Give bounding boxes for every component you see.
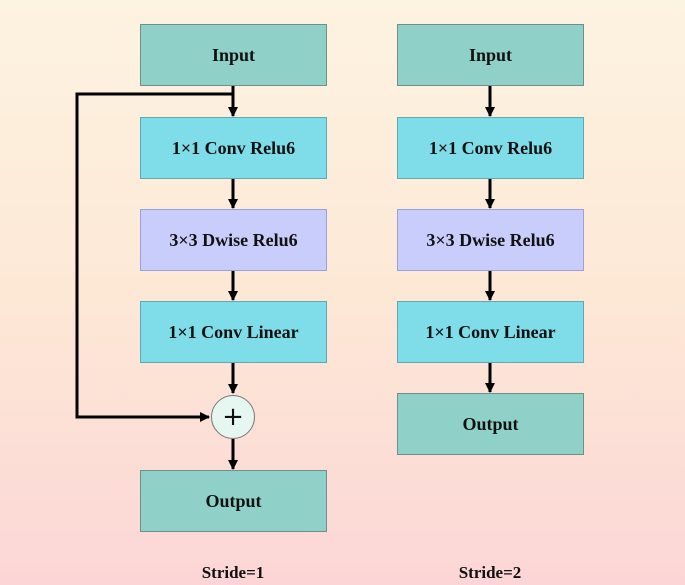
right-dwise-label: 3×3 Dwise Relu6 xyxy=(426,229,555,250)
left-conv1-box: 1×1 Conv Relu6 xyxy=(140,117,327,179)
left-input-label: Input xyxy=(211,44,256,65)
add-node: + xyxy=(211,395,255,439)
right-conv2-box: 1×1 Conv Linear xyxy=(397,301,584,363)
right-output-box: Output xyxy=(397,393,584,455)
right-dwise-box: 3×3 Dwise Relu6 xyxy=(397,209,584,271)
right-conv2-label: 1×1 Conv Linear xyxy=(425,321,556,342)
left-output-box: Output xyxy=(140,470,327,532)
add-symbol: + xyxy=(222,402,244,432)
residual-skip-connection xyxy=(75,92,233,422)
right-output-label: Output xyxy=(462,413,519,434)
left-caption: Stride=1 xyxy=(201,563,265,582)
right-conv1-label: 1×1 Conv Relu6 xyxy=(428,137,553,158)
left-output-label: Output xyxy=(205,490,262,511)
right-input-label: Input xyxy=(468,44,513,65)
right-conv1-box: 1×1 Conv Relu6 xyxy=(397,117,584,179)
right-caption: Stride=2 xyxy=(458,563,522,582)
left-conv2-label: 1×1 Conv Linear xyxy=(168,321,299,342)
right-input-box: Input xyxy=(397,24,584,86)
left-dwise-label: 3×3 Dwise Relu6 xyxy=(169,229,298,250)
left-dwise-box: 3×3 Dwise Relu6 xyxy=(140,209,327,271)
left-input-box: Input xyxy=(140,24,327,86)
left-conv1-label: 1×1 Conv Relu6 xyxy=(171,137,296,158)
left-conv2-box: 1×1 Conv Linear xyxy=(140,301,327,363)
